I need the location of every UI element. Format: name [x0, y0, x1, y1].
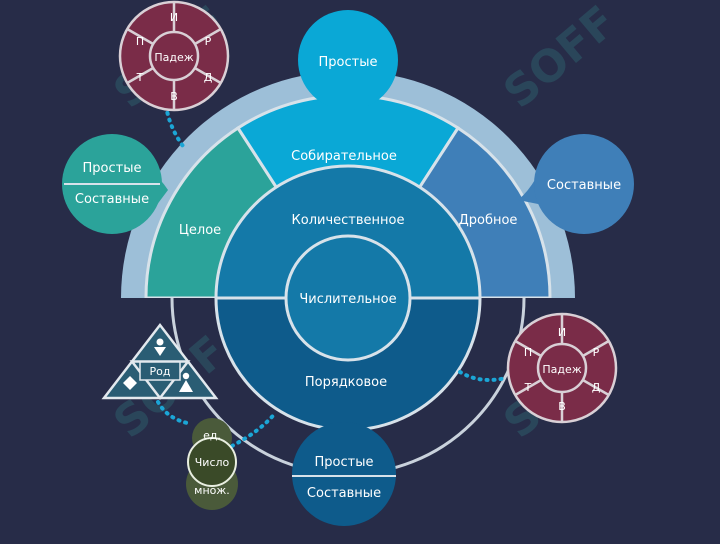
- diamond-icon: [123, 376, 137, 390]
- left-bubble-top-label: Простые: [83, 161, 142, 176]
- lower-label: Порядковое: [305, 375, 387, 390]
- number-singular-label: ед.: [203, 429, 221, 442]
- segment-fraction-label: Дробное: [459, 213, 518, 228]
- case-wheel-top-labels: Р Д В Т П: [136, 35, 213, 103]
- gender-label: Род: [150, 365, 171, 378]
- case-segment-label: П: [136, 35, 144, 48]
- case-center-label: Падеж: [542, 363, 581, 376]
- bottom-bubble-top-label: Простые: [315, 455, 374, 470]
- case-center-label: Падеж: [154, 51, 193, 64]
- case-segment-label: И: [558, 326, 566, 339]
- center-label: Числительное: [299, 292, 396, 307]
- case-segment-label: Т: [136, 71, 144, 84]
- top-bubble: Простые: [298, 10, 398, 120]
- case-segment-label: П: [524, 346, 532, 359]
- inner-circle-upper: [214, 164, 482, 298]
- case-wheel-top: Падеж И: [118, 0, 230, 112]
- right-bubble-label: Составные: [547, 178, 621, 193]
- center-circle: [284, 234, 412, 362]
- case-segment-label: Т: [524, 381, 532, 394]
- male-icon: [179, 372, 193, 392]
- case-segment-label: Р: [593, 346, 600, 359]
- case-segment-label: И: [170, 11, 178, 24]
- bottom-bubble: Простые Составные: [292, 418, 396, 526]
- connector-right-wheel: [458, 370, 508, 382]
- gender-triangle: Род: [101, 322, 219, 401]
- case-segment-label: В: [170, 90, 178, 103]
- number-plural-label: множ.: [194, 484, 230, 497]
- number-label: Число: [195, 456, 230, 469]
- segment-collective-label: Собирательное: [291, 149, 397, 164]
- connector-gender: [156, 400, 194, 426]
- watermark-text: SOFF: [494, 0, 626, 118]
- case-segment-label: Р: [205, 35, 212, 48]
- bottom-bubble-bottom-label: Составные: [307, 486, 381, 501]
- case-segment-label: В: [558, 400, 566, 413]
- case-wheel-right: Падеж: [506, 312, 618, 424]
- case-segment-label: Д: [204, 71, 213, 84]
- left-bubble: Простые Составные: [62, 134, 168, 234]
- right-bubble: Составные: [518, 134, 634, 234]
- top-bubble-label: Простые: [319, 55, 378, 70]
- number-stack: ед. Число множ.: [186, 418, 238, 510]
- left-bubble-bottom-label: Составные: [75, 192, 149, 207]
- connector-top-wheel: [164, 104, 188, 152]
- case-segment-label: Д: [592, 381, 601, 394]
- segment-whole-label: Целое: [179, 223, 221, 238]
- connector-number: [230, 410, 278, 448]
- female-icon: [154, 338, 166, 356]
- upper-inner-label: Количественное: [292, 213, 405, 228]
- case-wheel-right-labels: И Р Д В Т П: [524, 326, 601, 413]
- dotted-connectors: [156, 104, 508, 448]
